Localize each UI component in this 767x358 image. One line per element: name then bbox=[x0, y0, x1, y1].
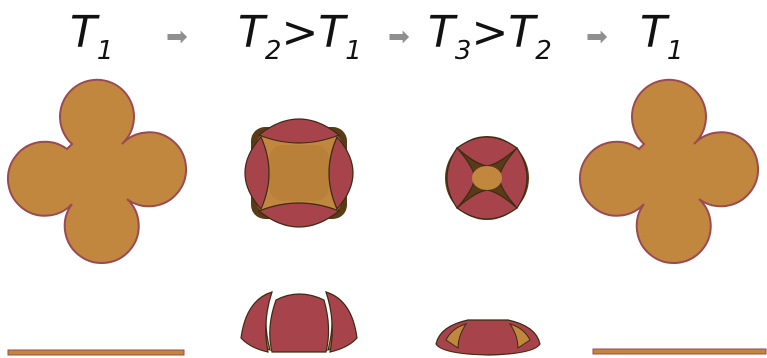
label-t3-gt-t2: T3>T2 bbox=[428, 7, 552, 67]
label-t1-end: T1 bbox=[640, 7, 684, 67]
arrow-icon: ➡ bbox=[166, 22, 188, 52]
petal-bottom bbox=[257, 202, 341, 228]
petal-right bbox=[498, 147, 528, 209]
folding-clover-t3 bbox=[445, 136, 529, 220]
folding-clover-t2 bbox=[244, 118, 354, 228]
petal-left bbox=[446, 147, 476, 209]
flat-sheet-side-t1-start bbox=[7, 349, 185, 356]
arrow-icon: ➡ bbox=[388, 22, 410, 52]
petal-top bbox=[257, 118, 341, 144]
petal-top bbox=[456, 136, 518, 167]
label-t1-start: T1 bbox=[70, 7, 114, 67]
flat-clover-t1-end bbox=[578, 78, 760, 265]
petal-bottom bbox=[456, 189, 518, 220]
folding-side-t3 bbox=[435, 319, 541, 356]
petal-left bbox=[244, 135, 270, 211]
arrow-icon: ➡ bbox=[586, 22, 608, 52]
flat-sheet-side-t1-end bbox=[592, 348, 767, 355]
center bbox=[472, 166, 502, 190]
folding-side-t2 bbox=[240, 291, 358, 353]
flat-clover-t1-start bbox=[6, 78, 188, 265]
label-t2-gt-t1: T2>T1 bbox=[238, 7, 362, 67]
petal-right bbox=[328, 135, 354, 211]
